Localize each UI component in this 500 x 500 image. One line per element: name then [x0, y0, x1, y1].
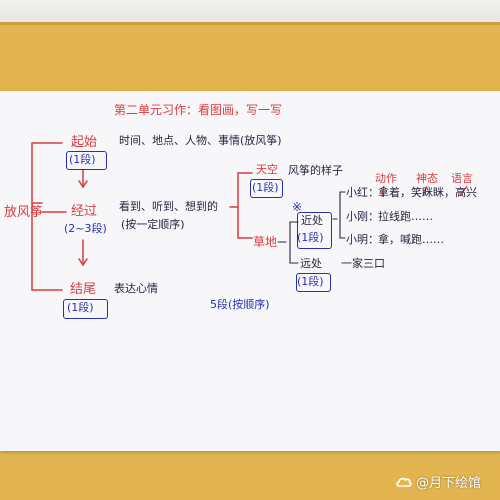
watermark-text: @月下绘馆	[416, 475, 482, 491]
ground-label: 草地	[253, 235, 278, 249]
near-row-name: 小明：	[346, 233, 379, 246]
near-row-text: 拿，喊跑……	[378, 233, 444, 246]
ending-content: 表达心情	[114, 282, 158, 295]
ending-label: 结尾	[70, 282, 97, 297]
star-mark: ※	[292, 200, 303, 214]
column-action: 动作	[375, 172, 397, 185]
middle-paragraph: (2~3段)	[64, 222, 107, 235]
far-label: 远处	[300, 257, 322, 270]
page-title: 第二单元习作：看图画，写一写	[114, 103, 283, 117]
middle-content: 看到、听到、想到的	[119, 200, 218, 213]
column-expression: 神态	[416, 172, 438, 185]
board-edge	[0, 22, 500, 25]
sky-label: 天空	[256, 163, 278, 176]
sky-paragraph: (1段)	[252, 181, 279, 194]
far-paragraph-box	[296, 273, 331, 292]
column-language: 语言	[451, 172, 473, 185]
root-node-label: 放风筝	[4, 205, 44, 220]
middle-order: (按一定顺序)	[121, 218, 185, 231]
beginning-paragraph-box	[66, 151, 107, 170]
ending-paragraph: (1段)	[67, 301, 94, 314]
beginning-paragraph: (1段)	[69, 153, 96, 166]
ending-paragraph-box	[63, 299, 108, 319]
sky-paragraph-box	[250, 179, 283, 198]
sky-content: 风筝的样子	[288, 164, 343, 177]
far-paragraph: (1段)	[297, 275, 324, 288]
middle-label: 经过	[71, 204, 98, 219]
watermark: @月下绘馆	[396, 472, 482, 491]
near-row-text: 拉线跑……	[378, 210, 433, 223]
beginning-label: 起始	[71, 135, 98, 150]
near-label: 近处	[301, 214, 323, 227]
near-row-name: 小刚：	[346, 210, 379, 223]
near-row-name: 小红：	[346, 186, 379, 199]
cloud-logo-icon	[396, 477, 412, 487]
near-paragraph: (1段)	[297, 231, 324, 244]
beginning-content: 时间、地点、人物、事情(放风筝)	[119, 134, 282, 147]
near-box	[297, 212, 332, 249]
paragraph-total: 5段(按顺序)	[210, 298, 270, 311]
far-content: 一家三口	[341, 257, 385, 270]
board-top	[0, 0, 500, 22]
near-row-text: 拿着，笑眯眯，高兴	[378, 186, 477, 199]
